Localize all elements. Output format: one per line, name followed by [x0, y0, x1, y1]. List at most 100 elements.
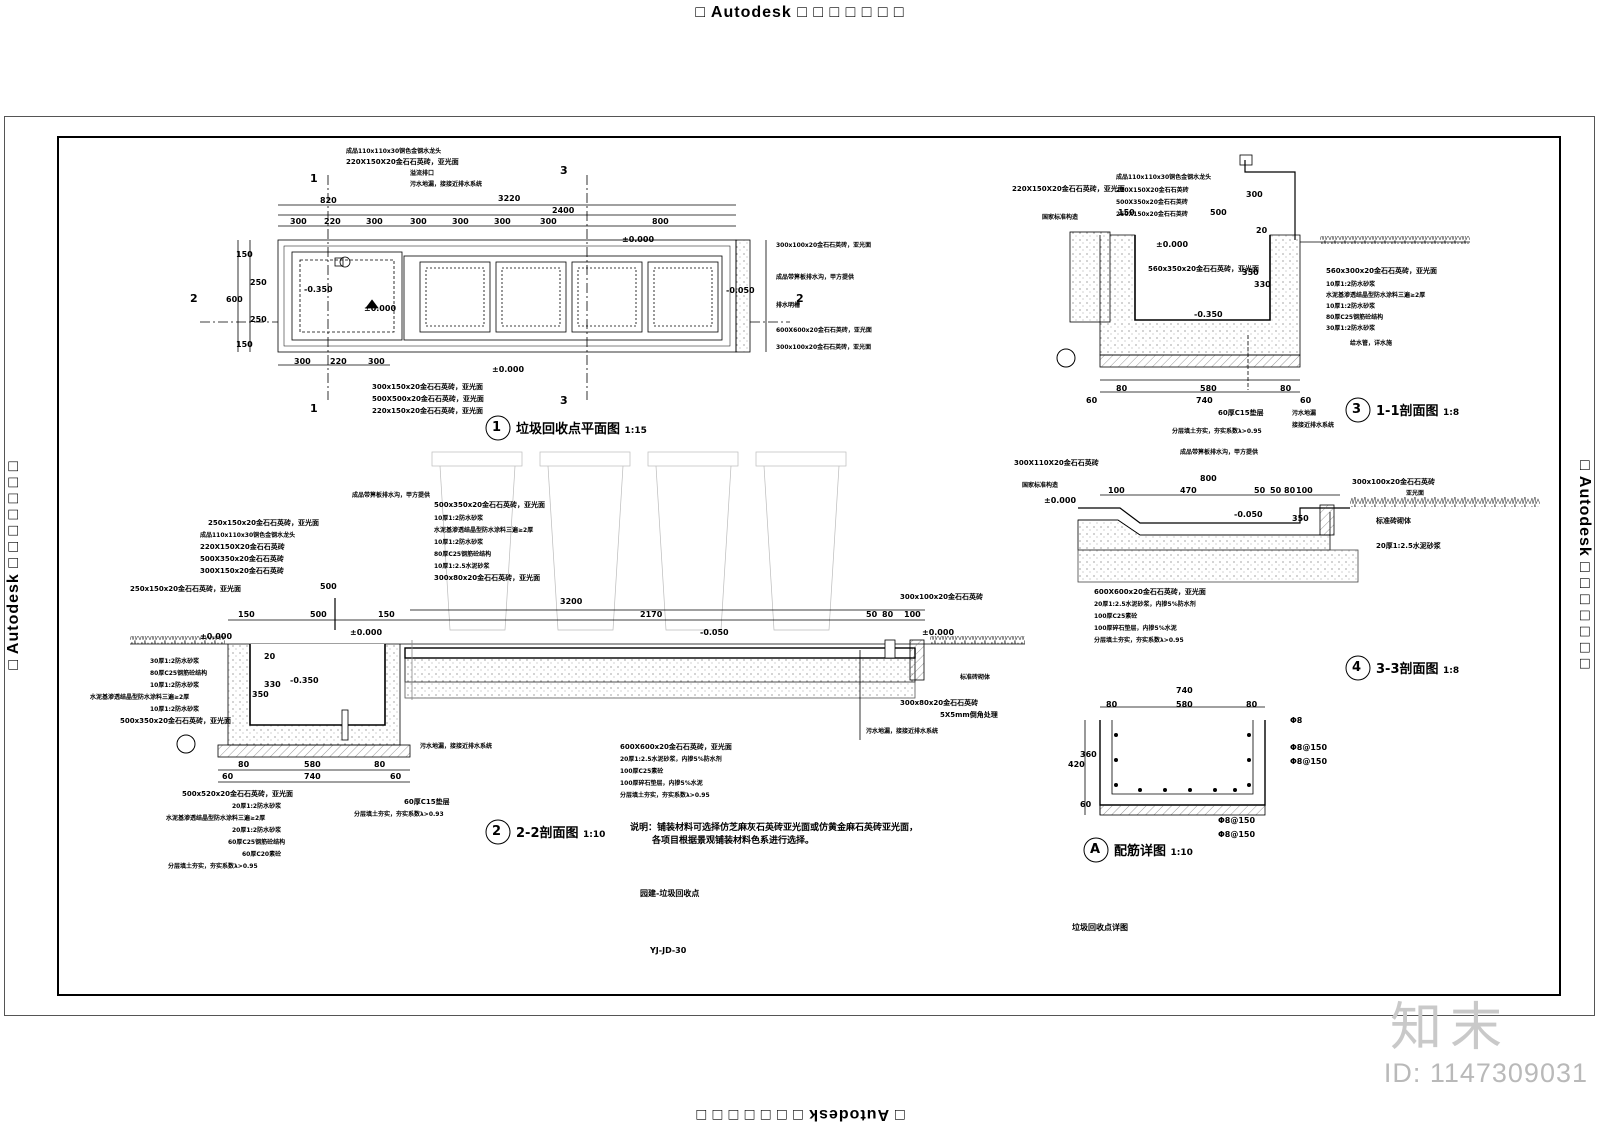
section-2-2: [130, 451, 1025, 783]
plan-title: 垃圾回收点平面图 1:15: [516, 418, 647, 437]
design-note-line2: 各项目根据景观铺装材料色系进行选择。: [652, 836, 815, 846]
rebar-title: 配筋详图 1:10: [1114, 840, 1193, 859]
sec33-callout: 20厚1:2.5水泥砂浆: [1376, 542, 1441, 550]
sec11-callout: 分层填土夯实，夯实系数λ>0.95: [1172, 428, 1262, 435]
sec11-dim: 580: [1200, 384, 1217, 393]
sec33-callout: 100厚C25素砼: [1094, 613, 1138, 620]
sec22-callout: 污水地漏，接接近排水系统: [420, 743, 493, 750]
sec11-level: ±0.000: [1156, 240, 1189, 249]
sec33-callout: 300X110X20金石石英砖: [1014, 459, 1099, 467]
sec33-title-num: 4: [1352, 660, 1362, 675]
sec11-dim: 150: [1118, 208, 1135, 217]
plan-callout: 600X600x20金石石英砖，亚光面: [776, 327, 872, 334]
sec22-title-num: 2: [492, 824, 502, 839]
watermark-id: ID: 1147309031: [1383, 1058, 1588, 1088]
plan-dim: 300: [294, 357, 311, 366]
section-mark: 2: [190, 292, 198, 305]
sec11-dim: 500: [1210, 208, 1227, 217]
plan-dim: 220: [324, 217, 341, 226]
rebar-bar: Φ8@150: [1290, 757, 1328, 766]
plan-callout: 300x100x20金石石英砖，亚光面: [776, 242, 872, 249]
sec33-dim: 800: [1200, 474, 1217, 483]
bins-outline: [431, 451, 847, 631]
section-mark: 1: [310, 402, 318, 415]
plan-outer-slab: [277, 239, 737, 353]
sec22-callout: 成品带箅板排水沟，甲方提供: [352, 492, 431, 499]
rebar-dots: [1114, 733, 1251, 792]
sec11-title-name: 1-1剖面图: [1376, 404, 1439, 419]
plan-title-scale: 1:15: [624, 426, 647, 436]
sec22-callout: 60厚C15垫层: [404, 798, 450, 806]
sec11-callout: 国家标准构造: [1042, 214, 1079, 221]
sec11-callout: 10厚1:2防水砂浆: [1326, 281, 1376, 288]
rebar-bar: Φ8@150: [1218, 830, 1256, 839]
sec22-callout: 10厚1:2防水砂浆: [150, 682, 200, 689]
sec22-callout: 500x350x20金石石英砖，亚光面: [434, 501, 545, 509]
sec22-callout: 分层填土夯实，夯实系数λ>0.93: [354, 811, 444, 818]
rebar-title-num: A: [1090, 842, 1101, 857]
plan-level: ±0.000: [492, 365, 525, 374]
sec22-dim: 740: [304, 772, 321, 781]
sec22-callout: 10厚1:2防水砂浆: [434, 539, 484, 546]
rebar-dim: 740: [1176, 686, 1193, 695]
sec33-callout: 20厚1:2.5水泥砂浆，内掺5%防水剂: [1094, 601, 1196, 608]
sec22-callout: 80厚C25钢筋砼结构: [434, 551, 492, 558]
plan-dim-left: 150: [236, 250, 253, 259]
sec22-dim: 80: [882, 610, 894, 619]
design-note: 说明：铺装材料可选择仿芝麻灰石英砖亚光面或仿黄金麻石英砖亚光面， 各项目根据景观…: [630, 822, 918, 848]
sec22-dim: 100: [904, 610, 921, 619]
sec22-callout: 300X150x20金石石英砖: [200, 567, 284, 575]
sec11-callout: 10厚1:2防水砂浆: [1326, 303, 1376, 310]
sec33-title: 3-3剖面图 1:8: [1376, 658, 1459, 677]
sec11-title-num: 3: [1352, 402, 1362, 417]
plan-callout: 220X150X20金石石英砖，亚光面: [346, 158, 459, 166]
title-circles: [176, 348, 1371, 863]
plan-dim: 300: [366, 217, 383, 226]
rebar-dim: 360: [1080, 750, 1097, 759]
sec22-callout: 标准砖砌体: [960, 674, 991, 681]
sec22-callout: 500X350x20金石石英砖: [200, 555, 284, 563]
rebar-dim: 80: [1246, 700, 1258, 709]
sec22-callout: 100厚C25素砼: [620, 768, 664, 775]
sec11-dim: 740: [1196, 396, 1213, 405]
plan-callout: 成品带箅板排水沟，甲方提供: [776, 274, 855, 281]
sec22-dim: 2170: [640, 610, 663, 619]
sec22-callout: 250x150x20金石石英砖，亚光面: [208, 519, 319, 527]
sec33-dim: 100: [1296, 486, 1313, 495]
section-mark: 1: [310, 172, 318, 185]
sec33-callout: 标准砖砌体: [1376, 517, 1411, 525]
plan-title-name: 垃圾回收点平面图: [516, 422, 621, 437]
sec11-callout: 220X150X20金石石英砖: [1116, 187, 1189, 194]
sec11-callout: 接接近排水系统: [1292, 422, 1335, 429]
plan-callout: 500X500x20金石石英砖，亚光面: [372, 395, 484, 403]
sec22-callout: 500x350x20金石石英砖，亚光面: [120, 717, 231, 725]
sec33-callout: 分层填土夯实，夯实系数λ>0.95: [1094, 637, 1184, 644]
sec11-title-scale: 1:8: [1443, 408, 1460, 418]
sec22-dim: 20: [264, 652, 276, 661]
plan-callout: 300x100x20金石石英砖，亚光面: [776, 344, 872, 351]
sec22-callout: 250x150x20金石石英砖，亚光面: [130, 585, 241, 593]
section-mark: 3: [560, 164, 568, 177]
sec22-dim: 500: [320, 582, 337, 591]
sec11-dim: 330: [1254, 280, 1271, 289]
rebar-bar: Φ8@150: [1218, 816, 1256, 825]
plan-dim: 300: [494, 217, 511, 226]
sec22-level: ±0.000: [350, 628, 383, 637]
sheet-code: YJ-JD-30: [650, 946, 687, 955]
sheet-inner-frame: [57, 136, 1561, 996]
sec22-callout: 60厚C25钢筋砼结构: [228, 839, 286, 846]
sec33-dim: 350: [1292, 514, 1309, 523]
sec11-level: -0.350: [1194, 310, 1223, 319]
sheet-outer-frame: [4, 116, 1595, 1016]
sec33-level: ±0.000: [1044, 496, 1077, 505]
plan-level: ±0.000: [622, 235, 655, 244]
rebar-title-scale: 1:10: [1170, 848, 1193, 858]
sec11-dim: 80: [1116, 384, 1128, 393]
sec11-callout: 560x300x20金石石英砖，亚光面: [1326, 267, 1437, 275]
plan-callout: 300x150x20金石石英砖，亚光面: [372, 383, 483, 391]
sec22-level: -0.350: [290, 676, 319, 685]
plan-callout: 溢流排口: [410, 170, 435, 177]
sec11-dim: 300: [1246, 190, 1263, 199]
sec22-callout: 成品110x110x30铜色金钢水龙头: [200, 532, 296, 539]
sec22-callout: 300x80x20金石石英砖: [900, 699, 979, 707]
